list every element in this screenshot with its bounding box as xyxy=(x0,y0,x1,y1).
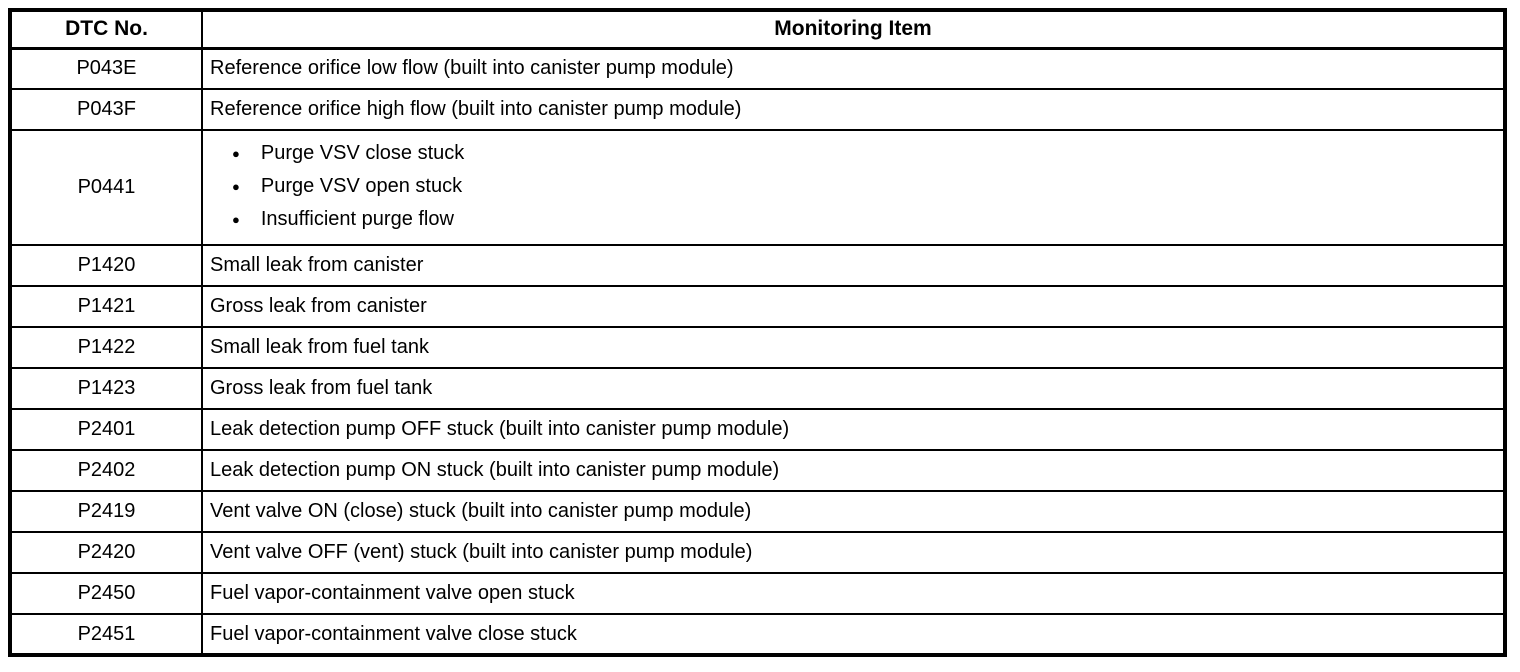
table-row: P0441 ● Purge VSV close stuck ● Purge VS… xyxy=(9,129,1506,246)
bullet-icon: ● xyxy=(232,212,240,227)
table-row: P1423 Gross leak from fuel tank xyxy=(9,367,1506,410)
monitoring-item: Leak detection pump OFF stuck (built int… xyxy=(201,408,1506,451)
table-row: P043E Reference orifice low flow (built … xyxy=(9,47,1506,90)
bullet-icon: ● xyxy=(232,179,240,194)
bullet-item: ● Purge VSV close stuck xyxy=(210,137,1497,170)
document-page: DTC No. Monitoring Item P043E Reference … xyxy=(8,8,1507,657)
monitoring-item: Vent valve OFF (vent) stuck (built into … xyxy=(201,531,1506,574)
table-row: P2401 Leak detection pump OFF stuck (bui… xyxy=(9,408,1506,451)
monitoring-item: Small leak from canister xyxy=(201,244,1506,287)
monitoring-item: Leak detection pump ON stuck (built into… xyxy=(201,449,1506,492)
dtc-code: P2402 xyxy=(9,449,203,492)
table-row: P043F Reference orifice high flow (built… xyxy=(9,88,1506,131)
dtc-code: P2420 xyxy=(9,531,203,574)
dtc-code: P2419 xyxy=(9,490,203,533)
monitoring-item: Fuel vapor-containment valve open stuck xyxy=(201,572,1506,615)
bullet-item-text: Purge VSV open stuck xyxy=(260,175,463,197)
dtc-code: P2401 xyxy=(9,408,203,451)
table-header-row: DTC No. Monitoring Item xyxy=(9,9,1506,50)
dtc-code: P1421 xyxy=(9,285,203,328)
bullet-item: ● Insufficient purge flow xyxy=(210,203,1497,236)
monitoring-item: Vent valve ON (close) stuck (built into … xyxy=(201,490,1506,533)
table-row: P2450 Fuel vapor-containment valve open … xyxy=(9,572,1506,615)
dtc-code: P1420 xyxy=(9,244,203,287)
bullet-item: ● Purge VSV open stuck xyxy=(210,170,1497,203)
table-row: P2419 Vent valve ON (close) stuck (built… xyxy=(9,490,1506,533)
monitoring-item: Gross leak from canister xyxy=(201,285,1506,328)
dtc-code: P1422 xyxy=(9,326,203,369)
bullet-item-text: Purge VSV close stuck xyxy=(260,142,465,164)
table-row: P1420 Small leak from canister xyxy=(9,244,1506,287)
table-row: P2451 Fuel vapor-containment valve close… xyxy=(9,613,1506,656)
header-dtc-no: DTC No. xyxy=(9,9,203,50)
bullet-item-text: Insufficient purge flow xyxy=(260,208,454,230)
dtc-code: P043E xyxy=(9,47,203,90)
dtc-code: P1423 xyxy=(9,367,203,410)
table-row: P1421 Gross leak from canister xyxy=(9,285,1506,328)
monitoring-item-list: ● Purge VSV close stuck ● Purge VSV open… xyxy=(201,129,1506,246)
monitoring-item: Gross leak from fuel tank xyxy=(201,367,1506,410)
monitoring-item: Small leak from fuel tank xyxy=(201,326,1506,369)
dtc-code: P2450 xyxy=(9,572,203,615)
table-row: P2402 Leak detection pump ON stuck (buil… xyxy=(9,449,1506,492)
dtc-code: P2451 xyxy=(9,613,203,656)
dtc-code: P043F xyxy=(9,88,203,131)
bullet-icon: ● xyxy=(232,146,240,161)
monitoring-item: Reference orifice high flow (built into … xyxy=(201,88,1506,131)
monitoring-item: Fuel vapor-containment valve close stuck xyxy=(201,613,1506,656)
header-monitoring-item: Monitoring Item xyxy=(201,9,1506,50)
table-row: P2420 Vent valve OFF (vent) stuck (built… xyxy=(9,531,1506,574)
monitoring-item: Reference orifice low flow (built into c… xyxy=(201,47,1506,90)
dtc-monitoring-table: DTC No. Monitoring Item P043E Reference … xyxy=(8,8,1507,657)
table-row: P1422 Small leak from fuel tank xyxy=(9,326,1506,369)
dtc-code: P0441 xyxy=(9,129,203,246)
